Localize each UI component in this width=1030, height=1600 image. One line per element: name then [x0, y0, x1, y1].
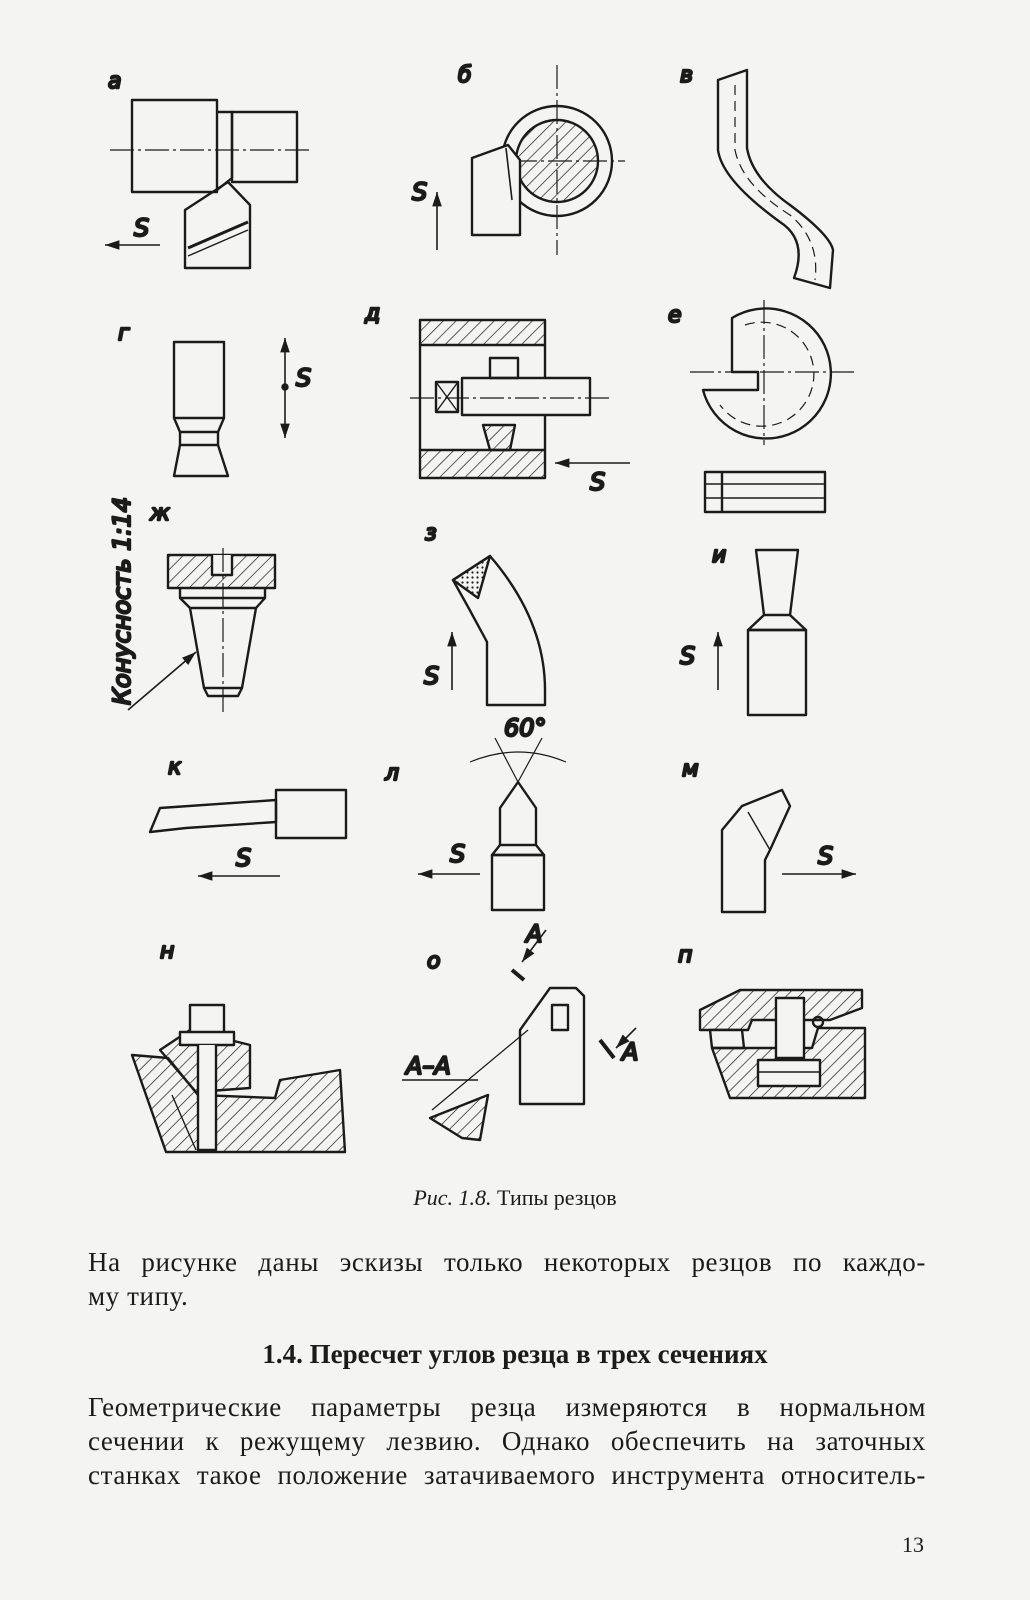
panel-k: к S	[148, 754, 348, 881]
feed-s-z: S	[424, 662, 439, 690]
panel-m: м S	[681, 756, 856, 914]
panel-label-k: к	[168, 755, 182, 780]
paragraph-2: Геометрические параметры резца измеряютс…	[88, 1390, 926, 1492]
taper-label: Конусность 1:14	[108, 497, 136, 705]
section-heading: 1.4. Пересчет углов резца в трех сечения…	[262, 1339, 768, 1369]
panel-label-d: д	[364, 301, 380, 326]
panel-label-n: н	[160, 939, 174, 964]
panel-i: и S	[679, 542, 808, 717]
paragraph-1-line-1: На рисунке даны эскизы только некоторых …	[88, 1247, 926, 1277]
feed-s-d: S	[590, 468, 605, 496]
panel-o: о А А А–А	[402, 919, 640, 1142]
panel-n: н	[130, 938, 347, 1154]
panel-label-p: п	[678, 943, 692, 968]
feed-s-b: S	[412, 178, 427, 206]
caption-label: Рис. 1.8.	[413, 1185, 492, 1210]
angle-label: 60°	[504, 714, 547, 742]
panel-l: л 60° S	[383, 713, 567, 912]
panel-label-b: б	[458, 63, 472, 88]
panel-label-m: м	[682, 757, 699, 782]
cutter-types-figure: а S б S в	[105, 62, 867, 1154]
caption-text: Типы резцов	[497, 1185, 617, 1210]
feed-s-l: S	[450, 840, 465, 868]
paragraph-1-line-2: му типу.	[88, 1281, 189, 1311]
section-label: А–А	[404, 1052, 451, 1080]
paragraph-2-line-1: Геометрические параметры резца измеряютс…	[88, 1392, 926, 1422]
panel-label-i: и	[712, 543, 726, 568]
paragraph-2-line-2: сечении к режущему лезвию. Однако обеспе…	[88, 1426, 926, 1456]
paragraph-1: На рисунке даны эскизы только некоторых …	[88, 1245, 926, 1313]
panel-label-z: з	[425, 521, 437, 546]
section-mark-top: А	[524, 920, 542, 948]
panel-e: е	[667, 300, 855, 514]
panel-label-v: в	[680, 63, 693, 88]
panel-v: в	[679, 62, 835, 290]
paragraph-2-line-3: станках такое положение затачиваемого ин…	[88, 1460, 926, 1490]
page-number: 13	[902, 1532, 924, 1557]
feed-s-k: S	[236, 844, 251, 872]
feed-s-a: S	[134, 214, 149, 242]
panel-z: з S	[423, 520, 547, 707]
panel-label-a: а	[108, 69, 121, 94]
panel-label-e: е	[668, 303, 682, 328]
feed-s-g: S	[296, 364, 311, 392]
panel-d: д S	[363, 300, 630, 497]
panel-p: п	[677, 942, 867, 1100]
figure-caption: Рис. 1.8. Типы резцов	[0, 1185, 1030, 1211]
panel-label-zh: ж	[149, 501, 170, 526]
panel-label-o: о	[427, 949, 440, 974]
feed-s-i: S	[680, 642, 695, 670]
panel-g: г S	[117, 320, 312, 478]
feed-s-m: S	[818, 842, 833, 870]
panel-b: б S	[411, 62, 625, 255]
section-mark-bottom: А	[620, 1038, 638, 1066]
panel-a: а S	[105, 68, 310, 270]
panel-zh: ж Конусность 1:14	[107, 496, 277, 715]
panel-label-g: г	[118, 321, 130, 346]
panel-label-l: л	[384, 761, 399, 786]
